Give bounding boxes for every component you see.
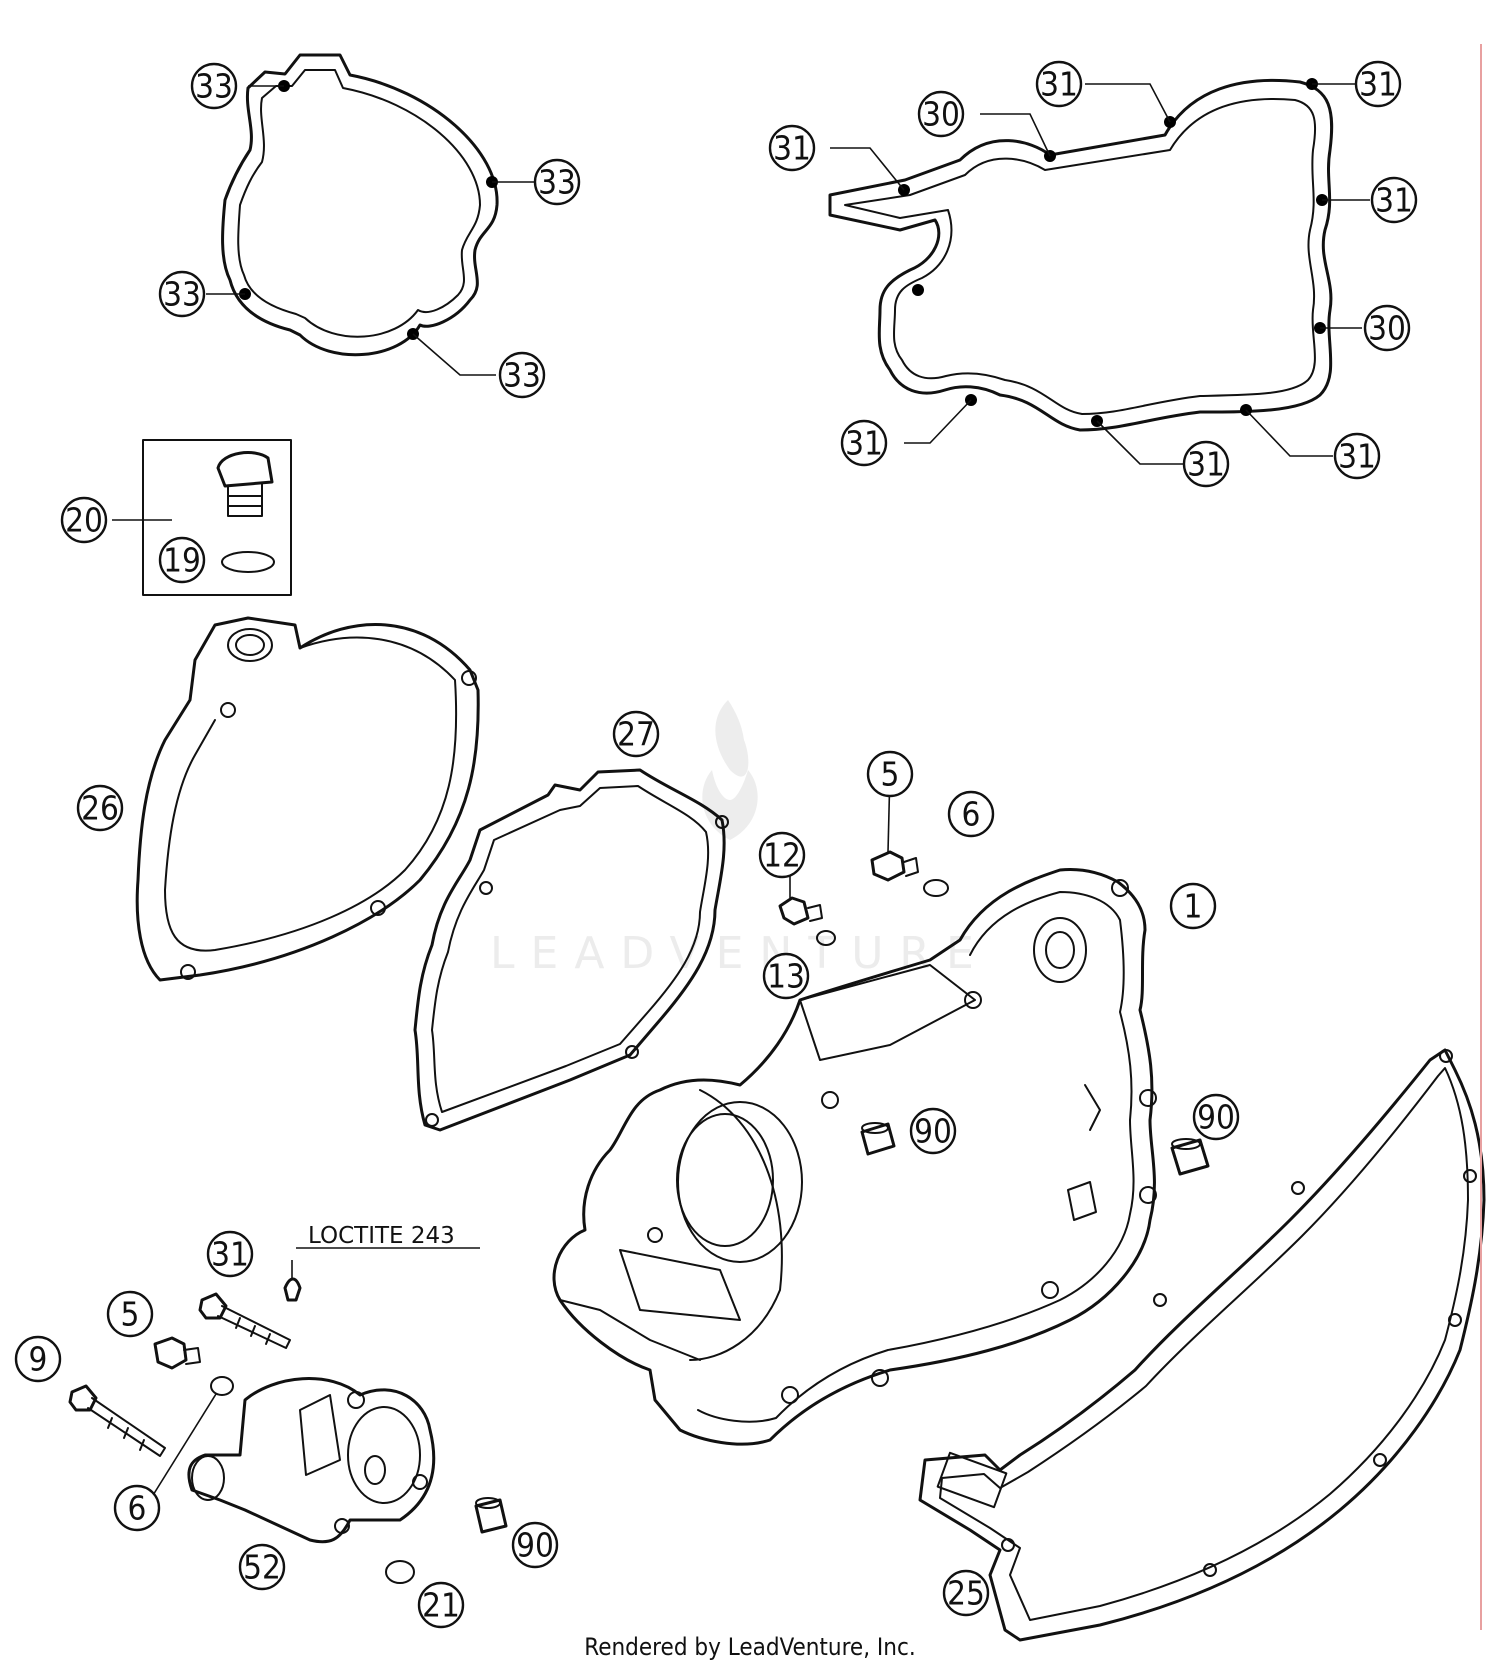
svg-text:26: 26 xyxy=(81,789,119,828)
callout-badges: 33 33 33 33 31 30 31 31 31 31 30 31 31 3… xyxy=(14,60,1418,1629)
callout-30-b: 30 xyxy=(1363,304,1411,352)
crankcase-gasket xyxy=(918,1048,1486,1642)
svg-text:33: 33 xyxy=(538,163,576,202)
callout-5-b: 5 xyxy=(106,1290,154,1338)
callout-52: 52 xyxy=(238,1543,286,1591)
outer-cover-gasket xyxy=(413,768,729,1132)
svg-text:1: 1 xyxy=(1184,887,1203,926)
loctite-note: LOCTITE 243 xyxy=(308,1223,455,1249)
svg-text:31: 31 xyxy=(1375,181,1413,220)
svg-text:27: 27 xyxy=(617,715,655,754)
callout-31-d: 31 xyxy=(1370,176,1418,224)
svg-text:33: 33 xyxy=(503,356,541,395)
callout-13: 13 xyxy=(762,952,810,1000)
callout-33-a: 33 xyxy=(190,62,238,110)
callout-21: 21 xyxy=(417,1581,465,1629)
callout-31-i: 31 xyxy=(206,1230,254,1278)
svg-text:31: 31 xyxy=(1359,65,1397,104)
callout-31-b: 31 xyxy=(1354,60,1402,108)
callout-9: 9 xyxy=(14,1335,62,1383)
callout-33-d: 33 xyxy=(498,351,546,399)
svg-text:31: 31 xyxy=(1187,445,1225,484)
callout-6-a: 6 xyxy=(947,790,995,838)
callout-31-c: 31 xyxy=(768,124,816,172)
callout-5-a: 5 xyxy=(866,750,914,798)
svg-text:90: 90 xyxy=(914,1112,952,1151)
svg-text:30: 30 xyxy=(922,95,960,134)
svg-text:52: 52 xyxy=(243,1548,281,1587)
clutch-cover-gasket xyxy=(828,78,1370,465)
callout-90-c: 90 xyxy=(511,1521,559,1569)
callout-27: 27 xyxy=(612,710,660,758)
footer-credit: Rendered by LeadVenture, Inc. xyxy=(584,1633,916,1661)
svg-text:31: 31 xyxy=(211,1235,249,1274)
clutch-cover xyxy=(552,868,1157,1446)
callout-31-e: 31 xyxy=(840,419,888,467)
callout-12: 12 xyxy=(758,831,806,879)
outer-clutch-cover xyxy=(135,616,480,982)
svg-text:9: 9 xyxy=(29,1340,48,1379)
drain-screws xyxy=(778,850,949,946)
water-pump-assembly xyxy=(68,1247,480,1584)
callout-33-b: 33 xyxy=(533,158,581,206)
svg-text:13: 13 xyxy=(767,957,805,996)
callout-90-b: 90 xyxy=(1192,1093,1240,1141)
svg-text:21: 21 xyxy=(422,1586,460,1625)
callout-6-b: 6 xyxy=(113,1484,161,1532)
svg-text:19: 19 xyxy=(163,541,201,580)
svg-text:31: 31 xyxy=(845,424,883,463)
margin-rule xyxy=(1480,44,1482,1630)
watermark-text: LEADVENTURE xyxy=(490,928,990,979)
svg-text:90: 90 xyxy=(516,1526,554,1565)
callout-30-a: 30 xyxy=(917,90,965,138)
callout-25: 25 xyxy=(942,1569,990,1617)
callout-90-a: 90 xyxy=(909,1107,957,1155)
ignition-cover-gasket xyxy=(206,53,534,376)
svg-text:6: 6 xyxy=(962,795,981,834)
svg-text:31: 31 xyxy=(1338,437,1376,476)
svg-text:25: 25 xyxy=(947,1574,985,1613)
callout-31-f: 31 xyxy=(1182,440,1230,488)
svg-text:90: 90 xyxy=(1197,1098,1235,1137)
svg-text:6: 6 xyxy=(128,1489,147,1528)
callout-26: 26 xyxy=(76,784,124,832)
svg-text:12: 12 xyxy=(763,836,801,875)
svg-text:33: 33 xyxy=(195,67,233,106)
watermark: LEADVENTURE xyxy=(490,700,990,979)
callout-1: 1 xyxy=(1169,882,1217,930)
svg-text:5: 5 xyxy=(121,1295,140,1334)
oil-plug-kit xyxy=(112,439,292,596)
svg-text:31: 31 xyxy=(773,129,811,168)
svg-text:30: 30 xyxy=(1368,309,1406,348)
svg-text:33: 33 xyxy=(163,275,201,314)
svg-text:31: 31 xyxy=(1040,65,1078,104)
callout-31-g: 31 xyxy=(1333,432,1381,480)
dowel-sleeves xyxy=(474,1122,1210,1534)
callout-33-c: 33 xyxy=(158,270,206,318)
callout-31-a: 31 xyxy=(1035,60,1083,108)
svg-text:20: 20 xyxy=(65,501,103,540)
callout-20: 20 xyxy=(60,496,108,544)
svg-text:5: 5 xyxy=(881,755,900,794)
callout-19: 19 xyxy=(158,536,206,584)
